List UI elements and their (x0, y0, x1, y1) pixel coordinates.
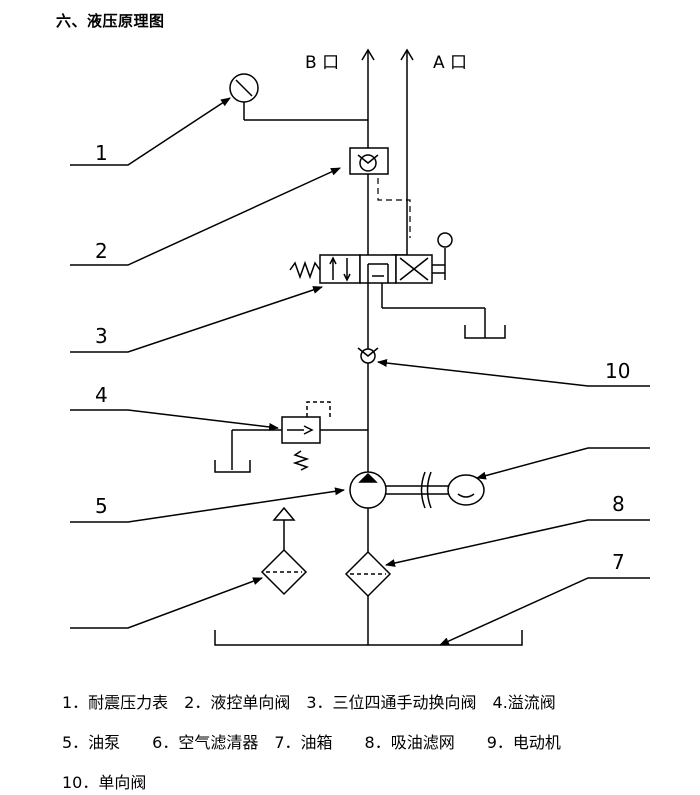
callout-line-1 (70, 97, 231, 166)
pilot-check-valve (349, 147, 389, 255)
tank (214, 630, 523, 646)
electric-motor (447, 474, 485, 506)
callout-3: 3 (95, 324, 108, 348)
callout-4: 4 (95, 383, 108, 407)
callout-line-7 (439, 577, 650, 646)
pressure-gauge (229, 73, 368, 121)
pump (349, 471, 450, 552)
callout-line-3 (70, 286, 323, 353)
legend-line-2: 5．油泵 6．空气滤清器 7．油箱 8．吸油滤网 9．电动机 (62, 733, 561, 752)
legend-line-1: 1．耐震压力表 2．液控单向阀 3．三位四通手动换向阀 4.溢流阀 (62, 693, 556, 712)
callout-line-8 (385, 519, 650, 567)
callout-1: 1 (95, 141, 108, 165)
callout-line-6 (70, 577, 263, 629)
callout-8: 8 (612, 492, 625, 516)
air-filter (260, 506, 308, 596)
suction-filter (344, 550, 392, 645)
callout-line-5 (70, 487, 345, 523)
callout-line-10 (377, 359, 650, 387)
port-a-label: A 口 (433, 53, 467, 73)
callout-line-4 (70, 409, 279, 431)
page-title: 六、液压原理图 (56, 12, 165, 30)
callout-line-9 (476, 447, 650, 480)
callout-line-2 (70, 167, 341, 266)
pilot-dashed-line (377, 178, 411, 238)
hydraulic-schematic: B 口 A 口 (70, 48, 650, 646)
legend-line-3: 10．单向阀 (62, 773, 147, 792)
callout-10: 10 (605, 359, 630, 383)
relief-valve (214, 401, 368, 473)
callout-7: 7 (612, 550, 625, 574)
directional-valve (289, 232, 453, 284)
port-b-line (361, 48, 375, 150)
callout-5: 5 (95, 494, 108, 518)
port-b-label: B 口 (305, 53, 339, 73)
callout-2: 2 (95, 239, 108, 263)
check-valve (357, 347, 379, 364)
return-line (381, 283, 506, 339)
